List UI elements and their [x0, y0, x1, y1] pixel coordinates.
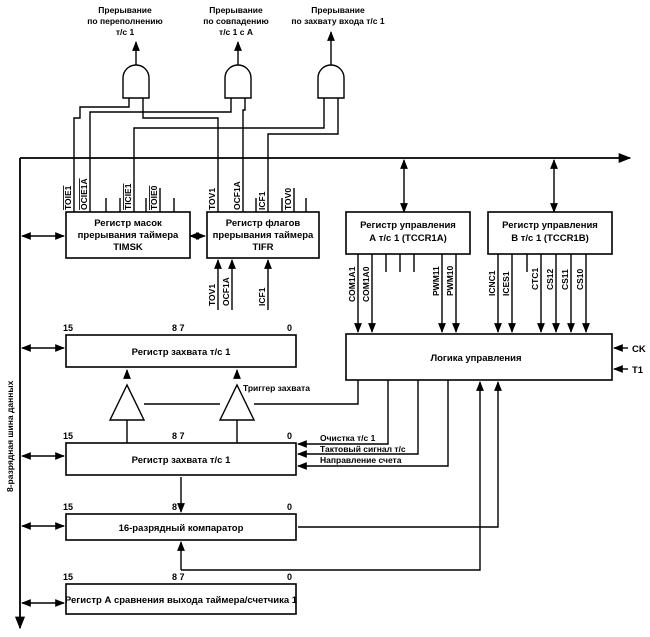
svg-text:прерывания таймера: прерывания таймера: [213, 230, 314, 241]
svg-text:ICF1: ICF1: [257, 191, 267, 210]
svg-text:ICES1: ICES1: [501, 271, 511, 296]
svg-text:Прерывание: Прерывание: [311, 5, 365, 15]
svg-text:TIFR: TIFR: [252, 242, 273, 253]
and-gate-capture: [317, 31, 345, 99]
svg-text:CS11: CS11: [560, 269, 570, 290]
svg-text:OCF1A: OCF1A: [221, 277, 231, 306]
svg-text:по переполнению: по переполнению: [87, 16, 162, 26]
capture-interrupt-label: Прерывание по захвату входа т/с 1: [291, 5, 384, 26]
svg-text:Регистр захвата т/с 1: Регистр захвата т/с 1: [132, 347, 232, 358]
comparator-block: 15 8 7 0 16-разрядный компаратор: [63, 381, 502, 570]
svg-text:TOIE1: TOIE1: [63, 185, 73, 210]
svg-text:8 7: 8 7: [172, 572, 185, 582]
svg-text:TIMSK: TIMSK: [113, 242, 143, 253]
svg-text:Регистр захвата т/с 1: Регистр захвата т/с 1: [132, 455, 232, 466]
data-bus: 8-разрядная шина данных: [5, 152, 632, 630]
svg-text:8 7: 8 7: [172, 502, 185, 512]
and-gate-compare: [224, 41, 252, 99]
svg-text:CTC1: CTC1: [530, 268, 540, 290]
svg-text:Регистр управления: Регистр управления: [502, 220, 598, 231]
svg-text:Прерывание: Прерывание: [98, 5, 152, 15]
clear-signal-label: Очистка т/с 1: [320, 433, 376, 443]
clock-signal-label: Тактовый сигнал т/с: [320, 444, 406, 454]
svg-text:15: 15: [63, 572, 73, 582]
svg-text:COM1A1: COM1A1: [347, 266, 357, 302]
svg-text:15: 15: [63, 502, 73, 512]
svg-text:по совпадению: по совпадению: [203, 16, 268, 26]
svg-text:OCIE1A: OCIE1A: [79, 178, 89, 210]
svg-text:Регистр масок: Регистр масок: [94, 218, 162, 229]
svg-text:15: 15: [63, 323, 73, 333]
svg-text:TICIE1: TICIE1: [123, 183, 133, 210]
svg-text:CS10: CS10: [575, 268, 585, 290]
tifr-register: Регистр флагов прерывания таймера TIFR T…: [206, 181, 320, 310]
svg-text:ICNC1: ICNC1: [487, 270, 497, 296]
svg-text:CS12: CS12: [545, 268, 555, 290]
direction-signal-label: Направление счета: [320, 455, 402, 465]
capture-buffers: Триггер захвата: [108, 369, 359, 433]
svg-text:Регистр А сравнения выхода тай: Регистр А сравнения выхода таймера/счетч…: [65, 595, 298, 606]
svg-text:т/с 1 с А: т/с 1 с А: [219, 27, 253, 37]
svg-text:8-разрядная шина данных: 8-разрядная шина данных: [5, 380, 15, 492]
svg-text:OCF1A: OCF1A: [232, 181, 242, 210]
timsk-register: Регистр масок прерывания таймера TIMSK T…: [63, 178, 191, 259]
tccr1a-register: Регистр управления А т/с 1 (TCCR1A) COM1…: [345, 211, 471, 333]
svg-text:TOIE0: TOIE0: [149, 185, 159, 210]
svg-text:т/с 1: т/с 1: [116, 27, 135, 37]
control-logic-block: Логика управления CK T1: [345, 333, 646, 381]
svg-text:А т/с 1 (TCCR1A): А т/с 1 (TCCR1A): [369, 233, 447, 244]
svg-text:прерывания таймера: прерывания таймера: [78, 230, 179, 241]
svg-text:TOV1: TOV1: [207, 188, 217, 210]
svg-text:Регистр флагов: Регистр флагов: [226, 218, 301, 229]
capture-register: 15 8 7 0 Регистр захвата т/с 1: [63, 323, 297, 368]
svg-text:8 7: 8 7: [172, 431, 185, 441]
counter-control-signals: Очистка т/с 1 Тактовый сигнал т/с Направ…: [297, 380, 449, 470]
svg-text:15: 15: [63, 431, 73, 441]
counter-register: 15 8 7 0 Регистр захвата т/с 1: [63, 431, 297, 476]
and-gate-overflow: [122, 41, 150, 99]
svg-text:0: 0: [287, 502, 292, 512]
svg-text:Прерывание: Прерывание: [209, 5, 263, 15]
svg-text:0: 0: [287, 323, 292, 333]
ck-input-label: CK: [632, 344, 646, 355]
svg-text:0: 0: [287, 431, 292, 441]
svg-text:В т/с 1 (TCCR1B): В т/с 1 (TCCR1B): [511, 233, 589, 244]
svg-text:16-разрядный компаратор: 16-разрядный компаратор: [119, 523, 244, 534]
compare-register-a: 15 8 7 0 Регистр А сравнения выхода тайм…: [63, 381, 484, 615]
svg-text:8 7: 8 7: [172, 323, 185, 333]
svg-text:TOV0: TOV0: [283, 188, 293, 210]
bus-taps: [21, 159, 558, 607]
svg-text:PWM11: PWM11: [431, 266, 441, 296]
compare-interrupt-label: Прерывание по совпадению т/с 1 с А: [203, 5, 268, 37]
svg-text:0: 0: [287, 572, 292, 582]
svg-text:по захвату входа т/с 1: по захвату входа т/с 1: [291, 16, 384, 26]
tccr1b-register: Регистр управления В т/с 1 (TCCR1B) ICNC…: [487, 211, 613, 333]
svg-text:COM1A0: COM1A0: [361, 266, 371, 302]
overflow-interrupt-label: Прерывание по переполнению т/с 1: [87, 5, 162, 37]
capture-trigger-label: Триггер захвата: [243, 383, 310, 393]
t1-input-label: T1: [632, 365, 644, 376]
svg-text:Логика управления: Логика управления: [430, 353, 521, 364]
gate-wiring: [73, 98, 339, 188]
svg-text:PWM10: PWM10: [445, 266, 455, 297]
svg-text:Регистр управления: Регистр управления: [360, 220, 456, 231]
svg-text:TOV1: TOV1: [207, 284, 217, 306]
svg-text:ICF1: ICF1: [257, 287, 267, 306]
